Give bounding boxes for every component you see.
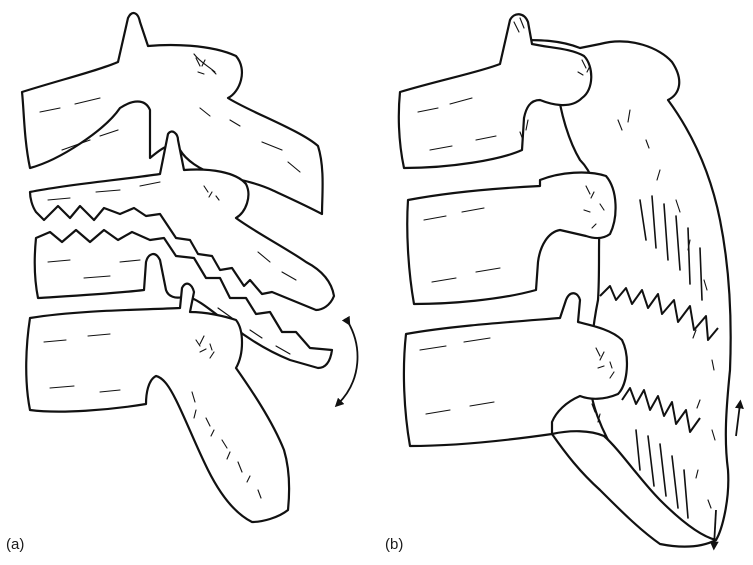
- panel-b-vertebra-3: [404, 293, 627, 446]
- panel-b-label: (b): [385, 536, 403, 553]
- panel-a-label: (a): [6, 536, 24, 553]
- panel-a-motion-arrow: [338, 322, 357, 404]
- panel-b-drawing: [399, 14, 740, 546]
- panel-a-drawing: [22, 13, 357, 522]
- panel-b-vertebra-2: [407, 173, 615, 304]
- panel-b-motion-arrow-up: [736, 404, 740, 436]
- panel-b-vertebra-1: [399, 14, 591, 168]
